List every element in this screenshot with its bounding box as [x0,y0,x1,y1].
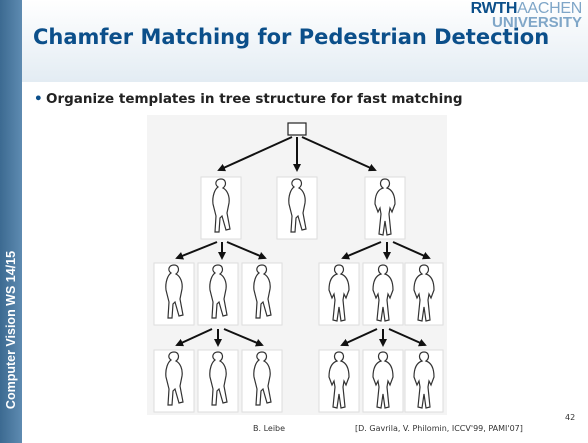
edge-l1c-l2f [392,241,431,260]
edge-l1a-l2c [226,241,267,260]
edge-l2b-l3a [175,328,213,347]
header-band [0,0,588,82]
edge-l2e-l3f [388,328,427,347]
logo-rwth: RWTH [470,0,518,17]
edge-root-left [217,136,293,172]
edge-l2b-l3c [223,328,264,347]
template-node [404,262,444,326]
template-tree-diagram [153,122,444,413]
template-node [200,176,242,240]
logo-university: UNIVERSITY [491,14,582,31]
template-tree-figure [147,115,447,415]
logo-aachen: AACHEN [517,0,582,17]
root-node [287,122,307,136]
footer-citation: [D. Gavrila, V. Philomin, ICCV'99, PAMI'… [355,424,523,433]
bullet-text: Organize templates in tree structure for… [46,91,463,107]
edge-root-right [301,136,377,172]
template-node [318,262,360,326]
page-number: 42 [565,413,576,422]
slide-title: Chamfer Matching for Pedestrian Detectio… [33,25,550,49]
template-node [197,349,239,413]
template-node [362,262,404,326]
template-node [276,176,318,240]
sidebar-course-label-wrap: Computer Vision WS 14/15 [0,0,22,443]
sidebar [0,0,22,443]
footer-author: B. Leibe [253,424,286,433]
sidebar-course-label: Computer Vision WS 14/15 [4,250,18,410]
edge-l1a-l2a [175,241,218,260]
template-node [318,349,360,413]
template-node [362,349,404,413]
edge-l1c-l2d [341,241,382,260]
edge-l2e-l3d [340,328,378,347]
template-node [241,262,283,326]
template-node [197,262,239,326]
template-node [153,349,195,413]
template-node [153,262,195,326]
bullet-item: •Organize templates in tree structure fo… [34,91,463,107]
template-node [364,176,406,240]
template-node [404,349,444,413]
bullet-marker: • [34,91,43,107]
rwth-logo: RWTHAACHEN UNIVERSITY [470,0,583,31]
template-node [241,349,283,413]
